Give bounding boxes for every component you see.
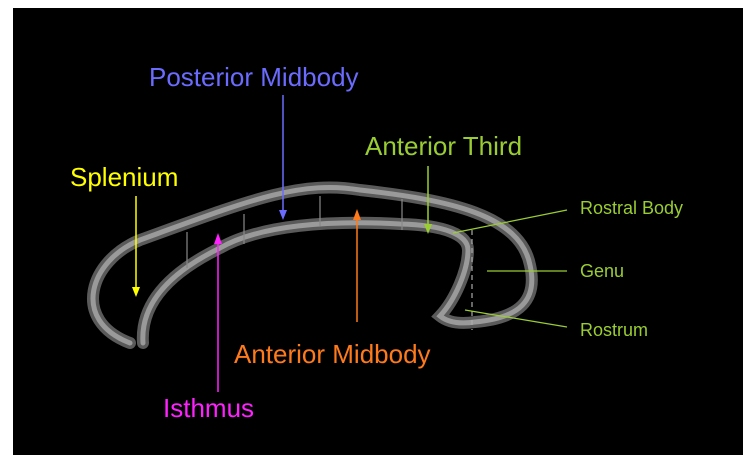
posterior-midbody-label: Posterior Midbody [149, 62, 359, 92]
genu-label: Genu [580, 261, 624, 281]
splenium-arrowhead [132, 287, 140, 297]
anterior-midbody-label: Anterior Midbody [234, 339, 431, 369]
rostrum-label: Rostrum [580, 320, 648, 340]
isthmus-arrowhead [214, 233, 222, 244]
anterior-third-label: Anterior Third [365, 131, 522, 161]
anterior-midbody-arrowhead [353, 209, 361, 220]
splenium-label: Splenium [70, 162, 178, 192]
isthmus-label: Isthmus [163, 393, 254, 423]
rostral-body-label: Rostral Body [580, 198, 683, 218]
posterior-midbody-arrowhead [279, 210, 287, 220]
